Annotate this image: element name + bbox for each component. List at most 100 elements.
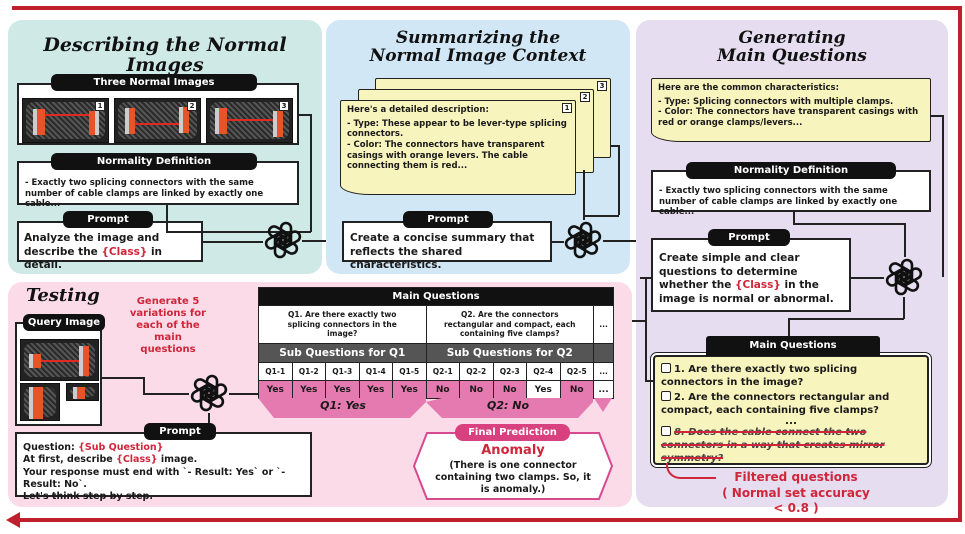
prompt-text-part: in the image is normal or abnormal. (659, 279, 834, 305)
panel-title: Describing the Normal Images (43, 34, 287, 76)
prompt-text-part: image. (157, 454, 198, 466)
frame-bottom-arrow (18, 518, 962, 522)
connector-line (143, 393, 189, 395)
panel-title: Testing (26, 285, 100, 306)
sub-question-answer: No (492, 380, 527, 399)
result-q2: Q2: No (487, 399, 529, 412)
prompt-line: Question: {Sub Question} (23, 442, 304, 454)
logo-petal (267, 225, 291, 244)
sub-questions-q1-header: Sub Questions for Q1 (258, 343, 427, 363)
more-questions: ... (592, 305, 615, 344)
sub-question-id: ... (592, 362, 615, 381)
main-question-q1: Q1. Are there exactly two splicing conne… (258, 305, 427, 344)
sub-questions-more-header (592, 343, 615, 363)
connector-line (203, 241, 263, 243)
image-number: 1 (95, 101, 105, 111)
sub-question-id: Q1-2 (291, 362, 326, 381)
image-number: 3 (279, 101, 289, 111)
openai-logo-icon (885, 258, 923, 296)
results-table: Main Questions Q1. Are there exactly two… (257, 287, 615, 418)
connector-line (645, 380, 655, 382)
connector-line (208, 413, 210, 425)
sub-question-placeholder: {Sub Question} (78, 442, 164, 453)
connector-line (618, 145, 620, 215)
connector-line (102, 377, 144, 379)
sub-question-table: Main Questions Q1. Are there exactly two… (257, 287, 615, 399)
query-image-main (20, 339, 99, 381)
logo-petal (567, 225, 591, 244)
connector-line (143, 377, 145, 394)
normality-definition-label: Normality Definition (51, 153, 257, 170)
sub-question-answer: Yes (291, 380, 326, 399)
prompt-text-part: Question: (23, 442, 79, 453)
prompt-label: Prompt (708, 229, 790, 246)
title-line: Summarizing the (395, 28, 561, 48)
sub-question-answer: Yes (325, 380, 360, 399)
connector-line (851, 277, 884, 279)
connector-line (299, 114, 311, 116)
title-line: Generating (738, 28, 846, 48)
sub-question-id: Q1-5 (392, 362, 427, 381)
summary-type: - Type: Splicing connectors with multipl… (658, 96, 894, 107)
normal-images-label: Three Normal Images (51, 74, 257, 91)
panel-testing: Testing Query Image Generate 5 variation… (8, 282, 632, 507)
sub-question-id: Q1-1 (258, 362, 293, 381)
prompt-text: Analyze the image and describe the {Clas… (24, 232, 196, 273)
openai-logo-icon (264, 221, 302, 259)
query-image-crop-2 (66, 383, 99, 401)
prompt-text: Create simple and clear questions to det… (659, 252, 843, 307)
prompt-text-part: in detail. (24, 245, 163, 272)
final-prediction-result: Anomaly (481, 443, 545, 458)
connector-line (788, 318, 904, 320)
connector-line (931, 115, 943, 117)
sub-question-answer: Yes (258, 380, 293, 399)
main-question-q2: Q2. Are the connectors rectangular and c… (425, 305, 594, 344)
connector-line (793, 212, 795, 224)
sub-question-id: Q2-2 (459, 362, 494, 381)
connector-line (611, 145, 619, 147)
result-banner (258, 398, 612, 418)
logo-petal (193, 378, 217, 397)
sub-question-answer: Yes (392, 380, 427, 399)
connector-line (603, 240, 643, 242)
connector-line (166, 205, 168, 232)
frame-top-line (12, 6, 962, 10)
normal-image-2: 2 (114, 98, 201, 143)
connector-line (904, 223, 906, 257)
sub-questions-q2-header: Sub Questions for Q2 (425, 343, 594, 363)
sub-question-answer: Yes (526, 380, 561, 399)
filtered-line: Filtered questions (734, 470, 858, 484)
sub-question-answer: No (559, 380, 594, 399)
prompt-label: Prompt (63, 211, 153, 228)
connector-line (166, 231, 311, 233)
summary-heading: Here are the common characteristics: (658, 83, 839, 93)
prompt-text-part: Analyze the image and describe the (24, 232, 160, 258)
prompt-label: Prompt (144, 423, 216, 440)
question-text: 8. Does the cable connect the two connec… (661, 427, 885, 464)
prompt-label: Prompt (403, 211, 493, 228)
frame-right-line (958, 6, 962, 522)
main-question-item: 1. Are there exactly two splicing connec… (661, 363, 921, 389)
question-checkbox[interactable] (661, 426, 671, 436)
connector-line (583, 170, 585, 220)
main-questions-label: Main Questions (706, 336, 880, 356)
class-placeholder: {Class} (735, 279, 781, 292)
sub-question-id: Q1-3 (325, 362, 360, 381)
sub-question-id: Q2-1 (425, 362, 460, 381)
prompt-text-part: Create simple and clear questions to det… (659, 252, 800, 292)
testing-prompt-box: Question: {Sub Question} At first, descr… (15, 432, 312, 502)
connector-line (645, 277, 647, 381)
note-type: - Type: These appear to be lever-type sp… (347, 118, 567, 140)
class-placeholder: {Class} (116, 454, 158, 466)
sub-question-answer: No (425, 380, 460, 399)
generate-variations-note: Generate 5 variations for each of the ma… (129, 296, 207, 355)
result-banner-q1 (258, 398, 426, 418)
filtered-line: ( Normal set accuracy < 0.8 ) (722, 485, 870, 516)
prompt-text-part: At first, describe (23, 454, 117, 466)
question-checkbox[interactable] (661, 391, 671, 401)
arrowhead-left-icon (6, 512, 20, 528)
question-checkbox[interactable] (661, 363, 671, 373)
main-question-item: 2. Are the connectors rectangular and co… (661, 391, 921, 417)
